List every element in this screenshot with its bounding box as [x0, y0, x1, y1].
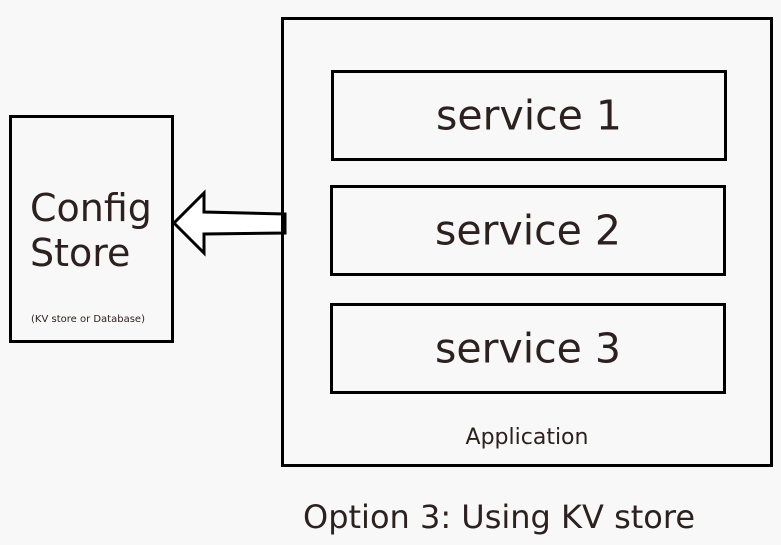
service-label: service 3 [435, 324, 621, 372]
service-box: service 1 [331, 70, 727, 161]
config-store-title-line2: Store [30, 231, 131, 275]
application-label: Application [465, 425, 589, 450]
service-box: service 2 [330, 185, 726, 276]
diagram-caption: Option 3: Using KV store [303, 498, 696, 536]
service-box: service 3 [330, 303, 726, 394]
left-arrow-icon [171, 189, 287, 257]
service-label: service 1 [436, 91, 622, 139]
service-label: service 2 [435, 206, 621, 254]
config-store-box: Config Store (KV store or Database) [9, 115, 174, 343]
config-store-title-line1: Config [30, 186, 152, 230]
application-box: Application [281, 17, 773, 467]
config-store-subtitle: (KV store or Database) [31, 314, 145, 325]
config-store-title: Config Store [30, 186, 152, 276]
